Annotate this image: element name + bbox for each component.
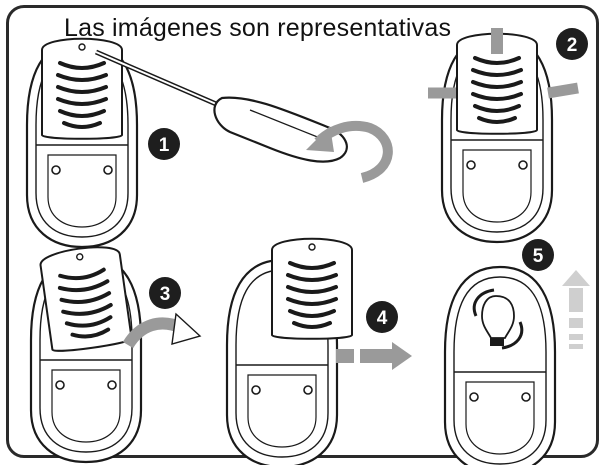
caption-text: Las imágenes son representativas [64,14,452,42]
lift-arrow-icon [122,312,202,349]
step-4-number: 4 [377,308,388,329]
step-5-number: 5 [533,246,544,267]
step-3-device [29,241,143,464]
step-1-badge: 1 [148,128,180,160]
up-arrow-icon [562,270,590,349]
step-3-badge: 3 [149,277,181,309]
bulb-icon [472,288,524,350]
step-1-device [25,36,139,249]
step-4-device [225,236,354,465]
step-2-badge: 2 [556,28,588,60]
step-2-device [440,31,554,244]
slide-arrow-icon [336,342,412,370]
step-1-number: 1 [159,135,170,156]
step-3-number: 3 [160,284,171,305]
step-5-badge: 5 [522,239,554,271]
step-4-badge: 4 [366,301,398,333]
step-2-number: 2 [567,35,578,56]
rotate-arrow-icon [306,120,393,183]
press-arrow-icon [428,28,579,99]
